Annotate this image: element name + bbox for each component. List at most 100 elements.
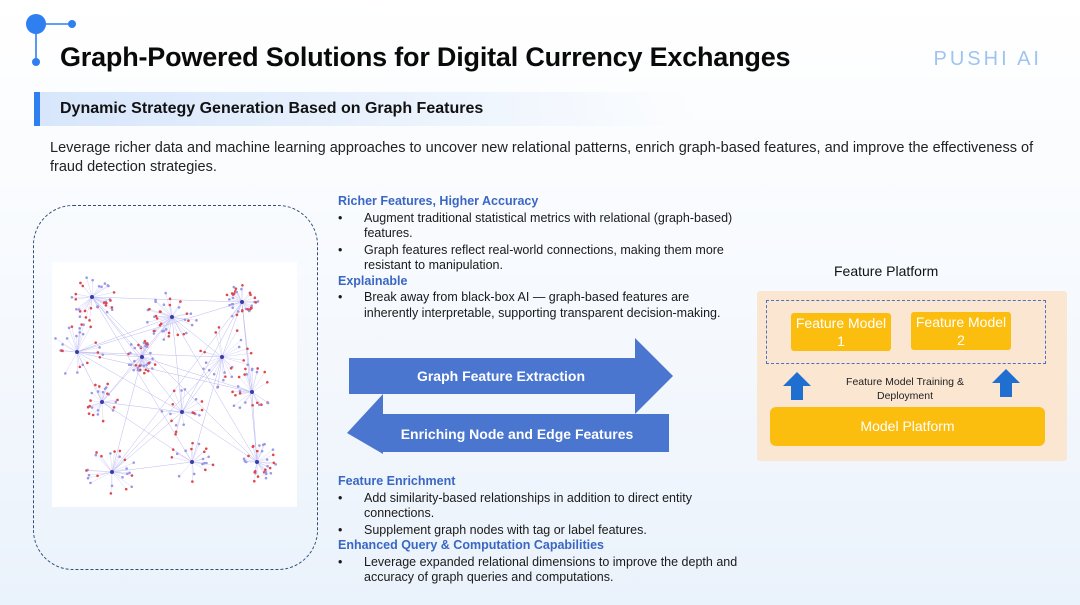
bullet-item: Break away from black-box AI — graph-bas…: [338, 290, 738, 321]
heading-explainable: Explainable: [338, 273, 408, 288]
graph-node: [256, 401, 259, 405]
graph-node: [180, 389, 183, 392]
graph-node: [138, 368, 142, 372]
graph-node: [79, 281, 82, 285]
graph-node: [82, 323, 85, 327]
graph-node: [106, 392, 109, 395]
graph-node: [101, 419, 105, 423]
graph-node: [263, 370, 267, 374]
graph-node: [90, 406, 94, 409]
graph-node: [129, 343, 133, 346]
graph-node: [87, 412, 91, 415]
graph-node: [70, 325, 74, 328]
graph-edge: [84, 296, 93, 312]
graph-node: [133, 346, 137, 350]
graph-node: [243, 373, 246, 376]
graph-node: [101, 390, 105, 394]
network-graph-image: [52, 262, 297, 507]
graph-node: [204, 468, 207, 472]
feature-models-group: [766, 300, 1046, 364]
graph-node: [183, 388, 187, 391]
graph-node: [265, 380, 269, 384]
graph-edge: [256, 444, 264, 463]
graph-node: [224, 375, 227, 378]
graph-node: [97, 285, 101, 288]
graph-node: [78, 327, 81, 330]
graph-node: [190, 323, 194, 327]
graph-edge: [101, 316, 173, 403]
graph-edge: [231, 301, 243, 317]
graph-edge: [191, 443, 200, 463]
graph-node: [207, 455, 210, 459]
page-title: Graph-Powered Solutions for Digital Curr…: [60, 42, 791, 72]
graph-node: [260, 403, 263, 407]
bullet-item: Add similarity-based relationships in ad…: [338, 491, 738, 522]
graph-node: [144, 342, 148, 345]
graph-edge: [55, 338, 78, 353]
section-title: Dynamic Strategy Generation Based on Gra…: [60, 100, 484, 117]
graph-edge: [111, 356, 223, 473]
graph-hub-node: [250, 390, 254, 394]
graph-edge: [76, 347, 100, 353]
graph-edge: [239, 391, 253, 408]
graph-node: [64, 372, 67, 375]
block-feature-enrichment: Feature Enrichment Add similarity-based …: [338, 474, 738, 538]
graph-node: [138, 364, 141, 368]
forward-arrow-shape: [349, 338, 673, 414]
graph-node: [192, 411, 196, 415]
graph-edge: [101, 401, 115, 408]
graph-edge: [111, 301, 243, 473]
graph-edge: [229, 299, 243, 303]
graph-node: [230, 375, 234, 379]
graph-edge: [171, 316, 183, 413]
graph-edge: [256, 449, 274, 463]
graph-node: [238, 389, 242, 393]
graph-edge: [101, 456, 113, 473]
graph-node: [162, 303, 166, 307]
graph-edge: [141, 316, 173, 358]
graph-node: [255, 370, 259, 374]
graph-edge: [256, 445, 260, 463]
graph-node: [167, 331, 171, 335]
graph-node: [211, 463, 215, 467]
graph-node: [118, 455, 121, 458]
graph-edge: [101, 401, 183, 413]
graph-node: [83, 309, 87, 313]
graph-node: [155, 317, 159, 320]
graph-edge: [221, 346, 240, 358]
graph-node: [101, 353, 105, 356]
graph-node: [228, 303, 231, 307]
graph-edge: [75, 296, 93, 300]
graph-node: [86, 476, 90, 480]
graph-edge: [161, 316, 173, 324]
graph-hub-node: [180, 410, 184, 414]
graph-edge: [171, 316, 186, 320]
graph-edge: [111, 459, 125, 473]
graph-edge: [221, 356, 232, 369]
graph-edge: [181, 409, 203, 413]
graph-node: [230, 302, 234, 306]
graph-edge: [181, 399, 197, 413]
graph-edge: [238, 376, 253, 393]
graph-node: [154, 298, 157, 302]
graph-node: [112, 406, 116, 409]
graph-edge: [241, 297, 255, 303]
graph-edge: [175, 411, 183, 426]
graph-node: [146, 320, 149, 324]
graph-node: [75, 308, 78, 311]
graph-edge: [141, 356, 149, 372]
graph-node: [89, 399, 92, 402]
graph-node: [251, 403, 254, 407]
graph-node: [152, 332, 156, 335]
graph-hub-node: [90, 295, 94, 299]
graph-edge: [153, 316, 173, 334]
graph-edge: [155, 299, 173, 318]
graph-node: [162, 329, 166, 333]
graph-node: [100, 285, 103, 289]
graph-edge: [221, 356, 224, 381]
graph-node: [179, 300, 182, 303]
graph-edge: [111, 451, 115, 473]
graph-node: [109, 492, 113, 495]
graph-node: [134, 364, 138, 367]
graph-edge: [110, 471, 113, 494]
